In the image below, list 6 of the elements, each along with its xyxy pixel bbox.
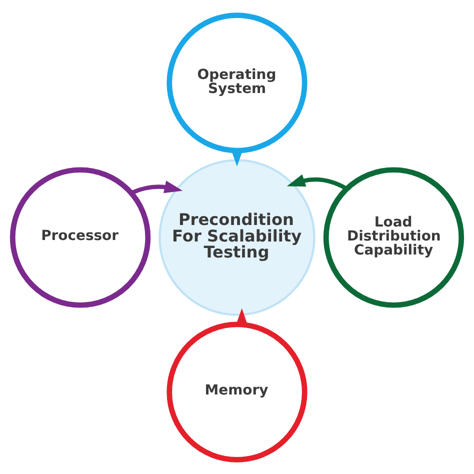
node-circle: Processor [10, 166, 151, 308]
node-circle: Load Distribution Capability [323, 166, 464, 308]
node-circle: Memory [166, 321, 308, 462]
arrow [286, 174, 348, 190]
arrow [130, 180, 183, 194]
node-circle: Precondition For Scalability Testing [158, 158, 316, 316]
